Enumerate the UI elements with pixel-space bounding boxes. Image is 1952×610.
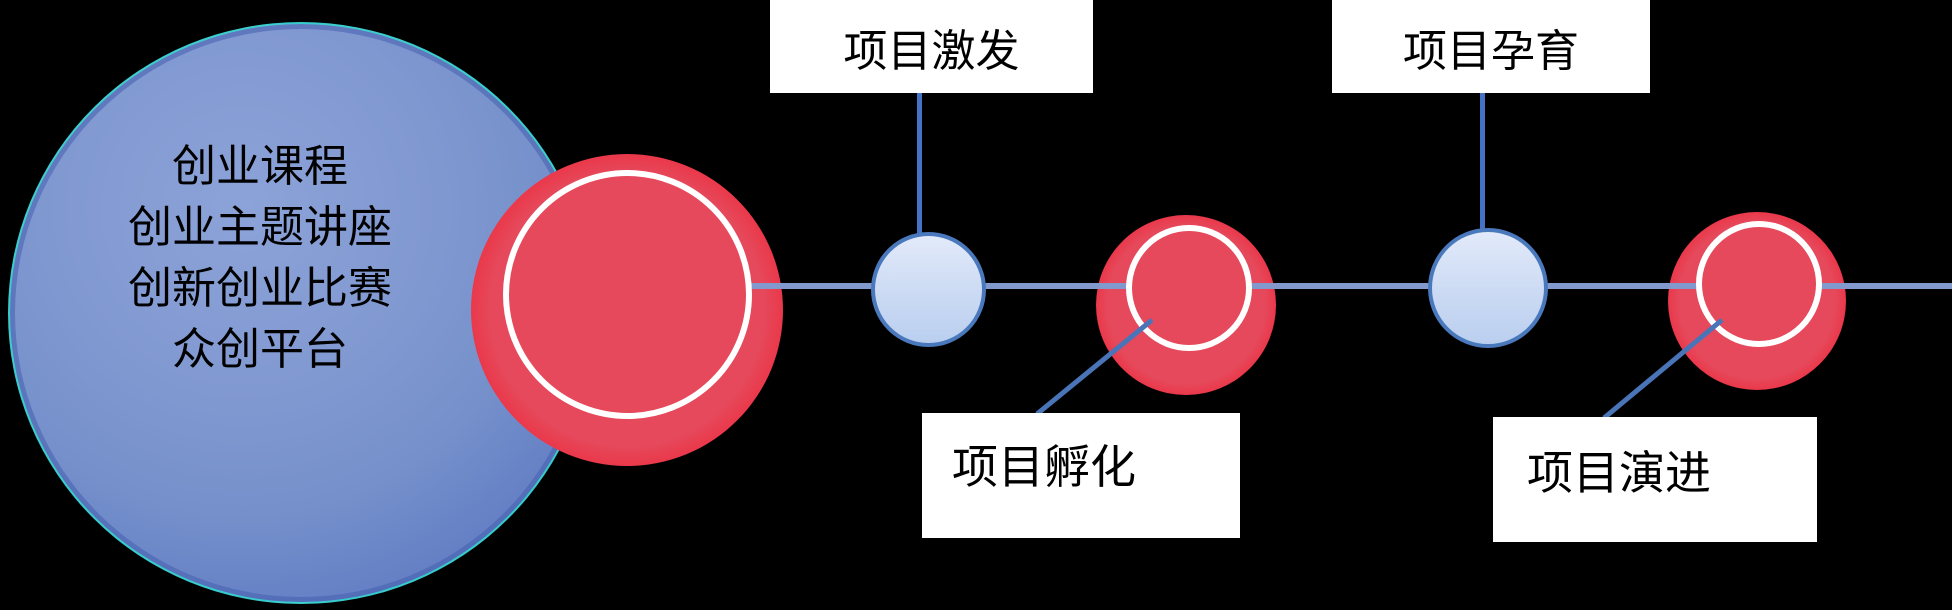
connector-project-gestation [1480, 93, 1485, 233]
source-line-courses: 创业课程 [172, 142, 348, 191]
source-line-lectures: 创业主题讲座 [128, 203, 392, 252]
label-project-evolution: 项目演进 [1493, 417, 1817, 542]
label-project-evolution-text: 项目演进 [1527, 448, 1711, 499]
source-line-platform: 众创平台 [172, 325, 348, 374]
node-project-spark [871, 232, 986, 347]
label-project-incubation: 项目孵化 [922, 413, 1240, 538]
node-project-gestation [1428, 228, 1548, 348]
label-project-spark-text: 项目激发 [843, 26, 1020, 76]
label-project-incubation-text: 项目孵化 [952, 442, 1136, 493]
source-line-contests: 创新创业比赛 [128, 264, 392, 313]
connector-project-spark [917, 93, 922, 238]
label-project-gestation-text: 项目孕育 [1403, 26, 1579, 76]
label-project-spark: 项目激发 [770, 0, 1093, 93]
label-project-gestation: 项目孕育 [1332, 0, 1650, 93]
node-project-evolution [1696, 221, 1822, 347]
timeline-spine [750, 283, 1952, 289]
overlap-node [503, 170, 752, 419]
node-project-incubation [1126, 225, 1252, 351]
source-circle-text: 创业课程 创业主题讲座 创新创业比赛 众创平台 [10, 136, 510, 380]
